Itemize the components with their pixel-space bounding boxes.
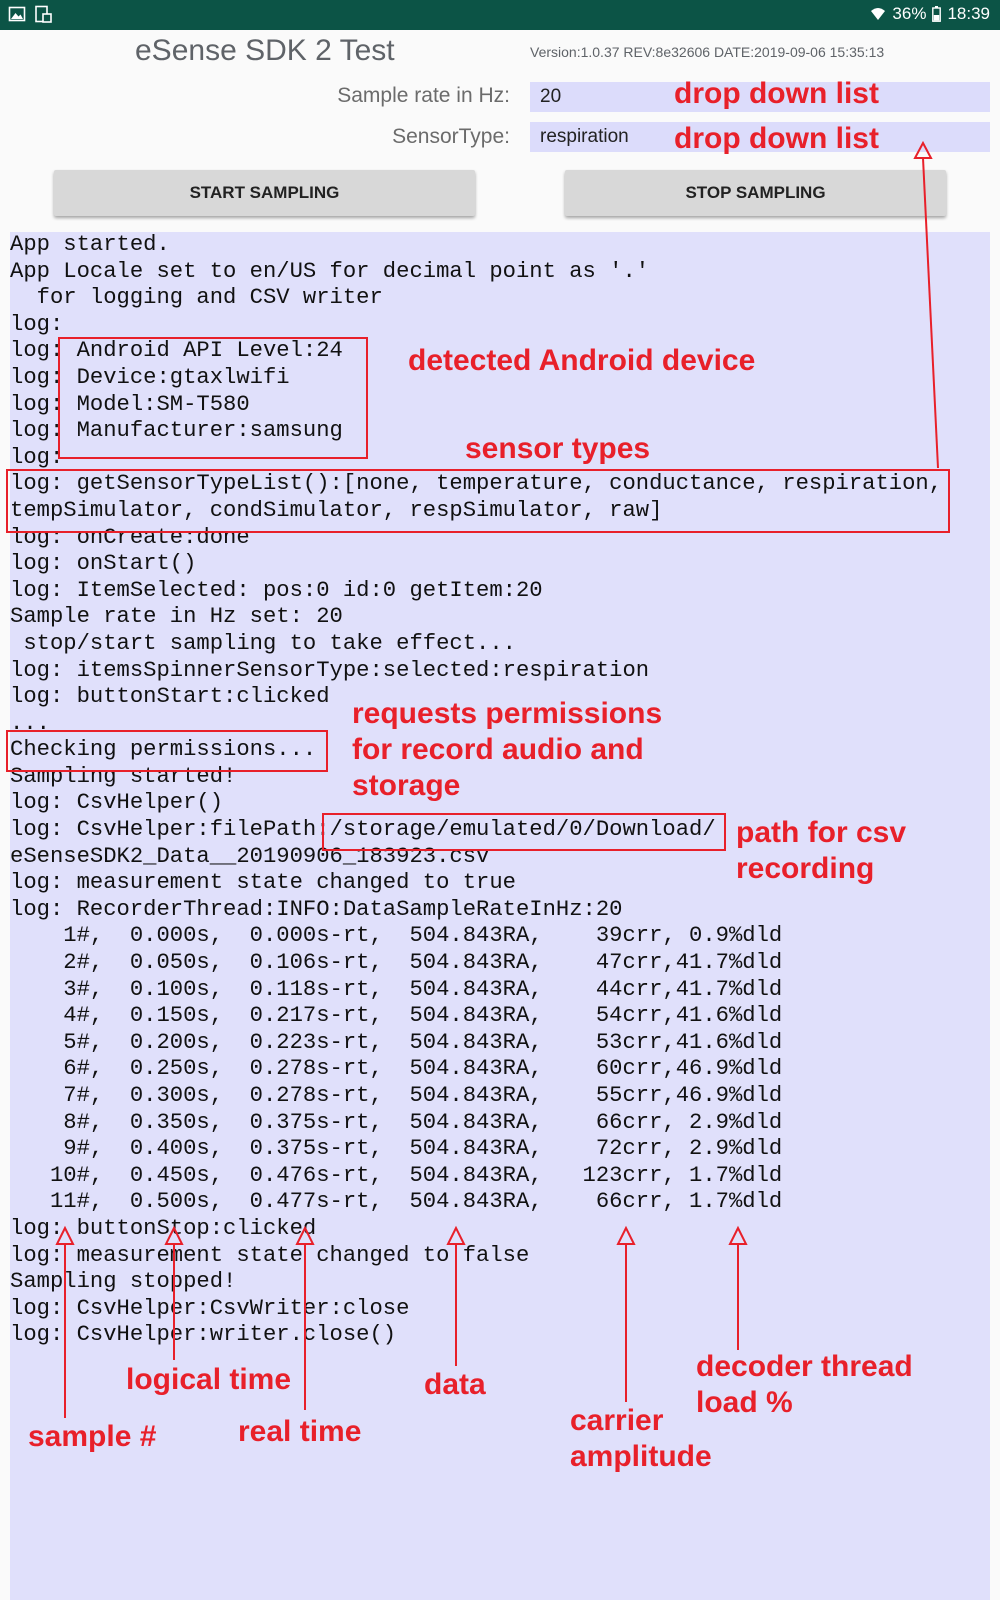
log-line: log: RecorderThread:INFO:DataSampleRateI…: [10, 896, 623, 922]
log-line: log: CsvHelper:filePath:/storage/emulate…: [10, 817, 716, 843]
log-line: 1#, 0.000s, 0.000s-rt, 504.843RA, 39crr,…: [10, 923, 783, 949]
log-line: log: Model:SM-T580: [10, 391, 250, 417]
arrowhead-data: [446, 1225, 466, 1245]
log-line: 9#, 0.400s, 0.375s-rt, 504.843RA, 72crr,…: [10, 1136, 783, 1162]
log-line: App Locale set to en/US for decimal poin…: [10, 258, 650, 284]
drop-down-annotation-1: drop down list: [674, 77, 879, 110]
arrowhead-decoder-load: [728, 1225, 748, 1245]
arrowhead-dropdown: [913, 140, 933, 159]
arrowhead-logical-time: [164, 1225, 184, 1245]
log-line: 5#, 0.200s, 0.223s-rt, 504.843RA, 53crr,…: [10, 1029, 783, 1055]
log-line: Checking permissions...: [10, 737, 317, 763]
log-line: 10#, 0.450s, 0.476s-rt, 504.843RA, 123cr…: [10, 1162, 783, 1188]
version-info: Version:1.0.37 REV:8e32606 DATE:2019-09-…: [530, 44, 885, 60]
arrow-dropdown: [922, 157, 939, 469]
sensor-type-label: SensorType:: [392, 125, 510, 148]
decoder-load-annotation: decoder thread load %: [696, 1350, 913, 1419]
log-line: App started.: [10, 232, 170, 257]
csv-path-annotation: path for csv recording: [736, 816, 907, 885]
log-line: log: measurement state changed to true: [10, 870, 516, 896]
sample-rate-value: 20: [540, 86, 562, 107]
data-annotation: data: [424, 1368, 486, 1401]
log-line: Sampling started!: [10, 763, 237, 789]
arrowhead-carrier-amplitude: [616, 1225, 636, 1245]
log-line: 11#, 0.500s, 0.477s-rt, 504.843RA, 66crr…: [10, 1189, 783, 1215]
battery-percentage: 36%: [892, 4, 927, 23]
drop-down-annotation-2: drop down list: [674, 122, 879, 155]
log-line: log: Android API Level:24: [10, 338, 343, 364]
log-line: log: measurement state changed to false: [10, 1242, 530, 1268]
log-line: Sampling stopped!: [10, 1269, 237, 1295]
screenshot-icon: [35, 5, 52, 23]
permissions-annotation: requests permissions for record audio an…: [352, 697, 663, 802]
log-line: log: buttonStop:clicked: [10, 1215, 317, 1241]
permissions-annotation-box: [6, 730, 328, 772]
android-device-annotation-box: [58, 337, 368, 459]
log-line: 4#, 0.150s, 0.217s-rt, 504.843RA, 54crr,…: [10, 1003, 783, 1029]
log-line: log: CsvHelper(): [10, 790, 224, 816]
start-sampling-button[interactable]: START SAMPLING: [54, 170, 475, 216]
battery-icon: [932, 6, 942, 22]
log-line: 2#, 0.050s, 0.106s-rt, 504.843RA, 47crr,…: [10, 950, 783, 976]
log-line: log: ItemSelected: pos:0 id:0 getItem:20: [10, 577, 543, 603]
log-line: log: CsvHelper:writer.close(): [10, 1322, 397, 1348]
log-line: Sample rate in Hz set: 20: [10, 604, 343, 630]
log-console[interactable]: App started.App Locale set to en/US for …: [10, 232, 990, 1600]
log-line: log: getSensorTypeList():[none, temperat…: [10, 471, 943, 497]
log-line: for logging and CSV writer: [10, 285, 383, 311]
log-line: 3#, 0.100s, 0.118s-rt, 504.843RA, 44crr,…: [10, 976, 783, 1002]
log-line: log:: [10, 444, 64, 470]
log-line: 6#, 0.250s, 0.278s-rt, 504.843RA, 60crr,…: [10, 1056, 783, 1082]
log-text: App started.App Locale set to en/US for …: [10, 232, 942, 1349]
log-line: log: CsvHelper:CsvWriter:close: [10, 1295, 410, 1321]
log-line: log:: [10, 311, 64, 337]
app-title: eSense SDK 2 Test: [135, 34, 395, 67]
sensor-type-dropdown[interactable]: respiration: [530, 122, 990, 152]
carrier-amplitude-annotation: carrier amplitude: [570, 1404, 712, 1473]
stop-sampling-button[interactable]: STOP SAMPLING: [565, 170, 946, 216]
real-time-annotation: real time: [238, 1415, 362, 1448]
arrowhead-sample-number: [55, 1225, 75, 1245]
log-line: log: buttonStart:clicked: [10, 684, 330, 710]
status-bar: 36% 18:39: [0, 0, 1000, 30]
sample-rate-dropdown[interactable]: 20: [530, 82, 990, 112]
log-line: log: itemsSpinnerSensorType:selected:res…: [10, 657, 650, 683]
clock: 18:39: [947, 4, 990, 23]
log-line: log: Device:gtaxlwifi: [10, 364, 290, 390]
log-line: log: onCreate:done: [10, 524, 250, 550]
wifi-icon: [871, 8, 886, 20]
log-line: log: onStart(): [10, 551, 197, 577]
log-line: eSenseSDK2_Data__20190906_183923.csv: [10, 843, 490, 869]
android-device-annotation: detected Android device: [408, 344, 756, 377]
sample-rate-label: Sample rate in Hz:: [337, 84, 510, 107]
log-line: log: Manufacturer:samsung: [10, 418, 343, 444]
log-line: 7#, 0.300s, 0.278s-rt, 504.843RA, 55crr,…: [10, 1083, 783, 1108]
sensor-types-annotation-box: [6, 469, 950, 533]
csv-path-annotation-box: [322, 813, 726, 851]
sample-number-annotation: sample #: [28, 1420, 157, 1453]
gallery-icon: [8, 6, 26, 22]
log-line: tempSimulator, condSimulator, respSimula…: [10, 497, 663, 523]
log-line: 8#, 0.350s, 0.375s-rt, 504.843RA, 66crr,…: [10, 1109, 783, 1135]
log-line: stop/start sampling to take effect...: [10, 630, 516, 656]
sensor-types-annotation: sensor types: [465, 432, 651, 465]
sensor-type-value: respiration: [540, 126, 629, 147]
logical-time-annotation: logical time: [126, 1363, 292, 1396]
arrowhead-real-time: [295, 1225, 315, 1245]
